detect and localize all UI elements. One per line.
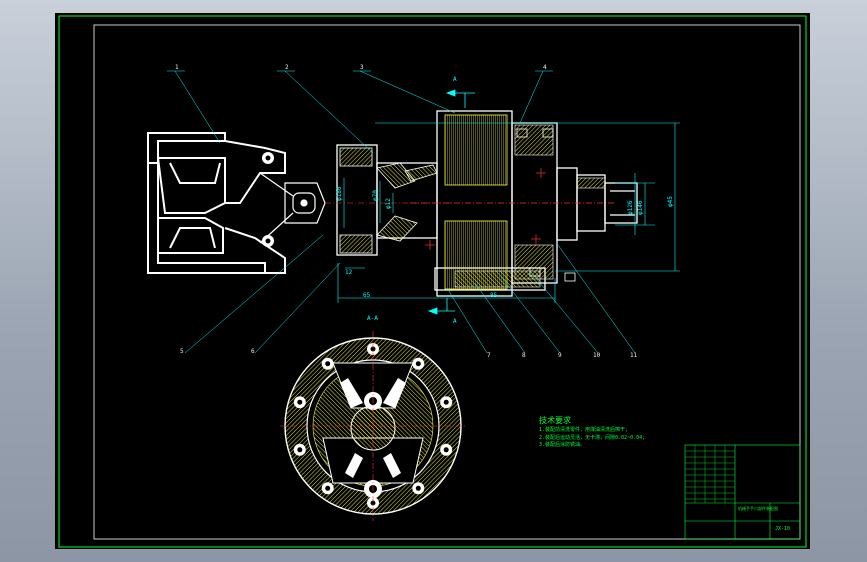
balloon-8: 8 xyxy=(522,352,526,359)
tech-line-3: 3.装配后涂防锈油。 xyxy=(539,442,586,448)
dim-l3: 85 xyxy=(490,292,498,299)
tech-title: 技术要求 xyxy=(539,416,571,425)
hatch-base xyxy=(454,270,541,288)
balloon-7: 7 xyxy=(487,352,491,359)
dim-d6: φ45 xyxy=(667,196,674,207)
hatch-shaft xyxy=(576,177,606,189)
link-cam xyxy=(259,172,326,244)
bolt-circle-bore xyxy=(443,399,449,405)
bolt-circle-bore xyxy=(443,447,449,453)
center-marks xyxy=(410,168,615,250)
section-bolts xyxy=(293,343,453,509)
bolt-circle-bore xyxy=(370,346,376,352)
bolt-circle-bore xyxy=(370,500,376,506)
balloon-11: 11 xyxy=(630,352,638,359)
tech-line-1: 1.装配前清洗零件，用煤油清洗后擦干； xyxy=(539,427,631,433)
bolt-circle-bore xyxy=(415,361,421,367)
dimension-lines xyxy=(337,122,680,303)
title-block-grid xyxy=(685,445,735,503)
view-mark-bottom: A xyxy=(453,318,457,325)
dim-l1: 12 xyxy=(345,269,353,276)
dim-d1: φ180 xyxy=(336,186,343,201)
tech-requirements: 技术要求 1.装配前清洗零件，用煤油清洗后擦干； 2.装配后运动灵活，无卡滞，间… xyxy=(539,415,647,450)
dim-d5: φ146 xyxy=(637,200,644,215)
balloon-5: 5 xyxy=(180,348,184,355)
bolt-circle-bore xyxy=(325,361,331,367)
title-block-name: 机械手手爪部件装配图 xyxy=(738,506,778,511)
jaw-pivots xyxy=(262,152,274,247)
gripper-jaws xyxy=(147,132,286,274)
bolt-circle-bore xyxy=(415,485,421,491)
hatch-rod-bot xyxy=(339,234,373,254)
coil-upper xyxy=(444,114,508,186)
spring-links xyxy=(376,162,438,242)
balloon-1: 1 xyxy=(175,64,179,71)
hatch-housing-r1 xyxy=(514,124,554,156)
section-centerlines xyxy=(280,331,467,521)
dim-d2: φ70 xyxy=(372,190,379,201)
dim-d4: φ126 xyxy=(627,200,634,215)
view-mark-top: A xyxy=(453,76,457,83)
view-arrows xyxy=(427,89,475,315)
dim-d3: φ12 xyxy=(385,198,392,209)
balloon-4: 4 xyxy=(543,64,547,71)
bolt-circle-bore xyxy=(297,447,303,453)
hatch-rod-top xyxy=(339,147,373,167)
balloon-6: 6 xyxy=(251,348,255,355)
section-label: A-A xyxy=(367,315,378,322)
balloon-9: 9 xyxy=(558,352,562,359)
tech-line-2: 2.装配后运动灵活，无卡滞，间隙0.02~0.04； xyxy=(539,434,648,441)
drawing-viewport[interactable]: 1 2 3 4 5 6 7 8 9 10 11 A A A-A φ180 φ70… xyxy=(55,13,810,549)
inner-frame xyxy=(93,24,801,540)
cad-drawing xyxy=(58,15,807,548)
dim-l2: 65 xyxy=(363,292,371,299)
balloon-3: 3 xyxy=(360,64,364,71)
leader-lines xyxy=(167,70,636,354)
balloon-2: 2 xyxy=(285,64,289,71)
bolt-circle-bore xyxy=(297,399,303,405)
outer-frame xyxy=(58,15,807,548)
bolt-circle-bore xyxy=(325,485,331,491)
balloon-10: 10 xyxy=(593,352,601,359)
title-block xyxy=(684,444,801,540)
bolt-holes xyxy=(516,128,576,282)
title-block-number: JX-10 xyxy=(775,526,791,532)
